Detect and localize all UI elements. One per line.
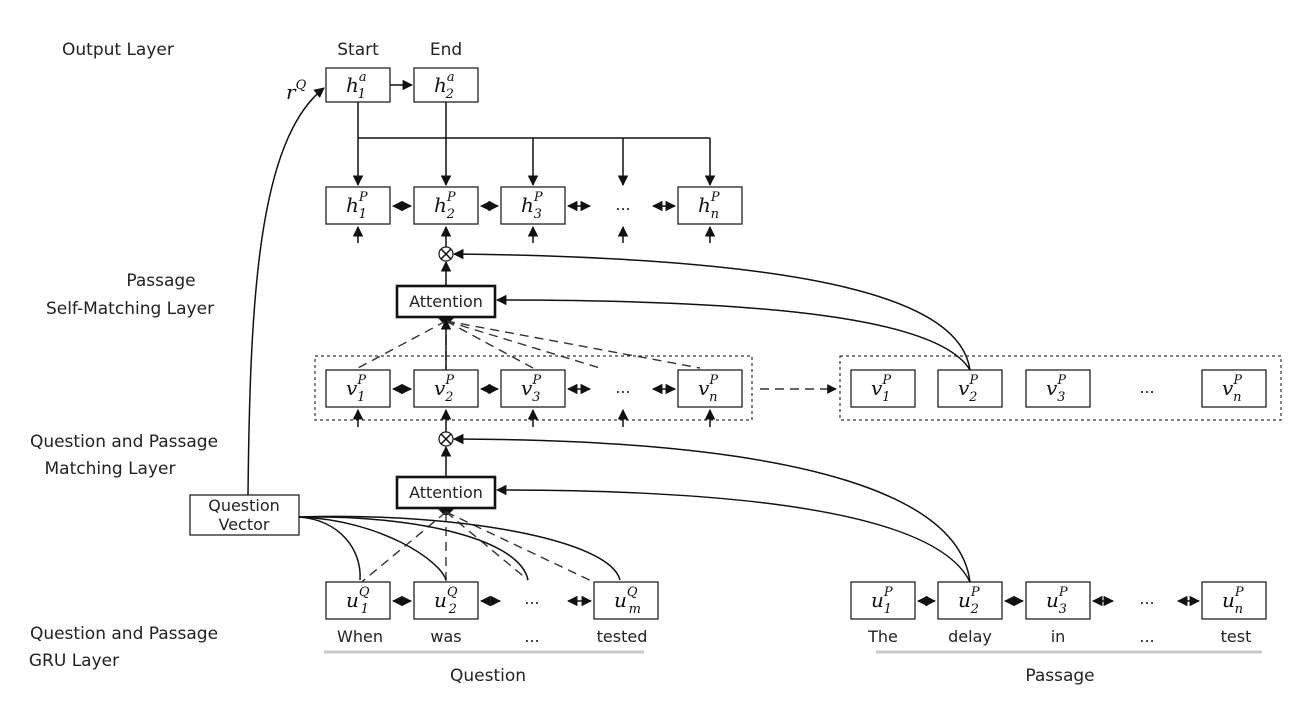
- rq-label: rQ: [286, 78, 307, 104]
- qp-attention-box: [395, 475, 497, 510]
- end-label: End: [430, 40, 462, 60]
- vp1-node: [325, 369, 391, 408]
- vp-container: [314, 355, 753, 421]
- up-ellipsis: ...: [1139, 589, 1154, 608]
- up3-node: [1025, 581, 1091, 620]
- question-word-3: ...: [524, 627, 539, 646]
- question-vector-label-1: Question: [208, 496, 280, 515]
- hpn-node: [677, 186, 743, 225]
- uq1-node: [325, 581, 391, 620]
- vp-right-container: [839, 355, 1282, 421]
- up2-node: [937, 581, 1003, 620]
- hp1-node: [325, 186, 391, 225]
- self-matching-layer-label-1: Passage: [126, 271, 195, 291]
- question-label: Question: [450, 666, 526, 686]
- ha1-node: [325, 67, 391, 103]
- self-attention-box: [395, 284, 497, 319]
- vp-right-ellipsis: ...: [1139, 378, 1154, 397]
- passage-word-2: delay: [948, 627, 992, 646]
- passage-label: Passage: [1025, 666, 1094, 686]
- uq-ellipsis: ...: [524, 589, 539, 608]
- gru-layer-label-1: Question and Passage: [30, 624, 218, 644]
- passage-word-1: The: [867, 627, 898, 646]
- up1-node: [850, 581, 916, 620]
- hp3-node: [500, 186, 566, 225]
- uq2-node: [413, 581, 479, 620]
- hp2-node: [413, 186, 479, 225]
- ha2-node: [413, 67, 479, 103]
- passage-word-4: ...: [1139, 627, 1154, 646]
- upn-node: [1201, 581, 1267, 620]
- vp-right3-node: [1025, 369, 1091, 408]
- self-attention-label: Attention: [409, 292, 483, 311]
- qp-attention-label: Attention: [409, 483, 483, 502]
- question-word-4: tested: [597, 627, 648, 646]
- passage-word-3: in: [1051, 627, 1066, 646]
- vp3-node: [500, 369, 566, 408]
- gru-layer-label-2: GRU Layer: [29, 651, 119, 671]
- qp-matching-layer-label-2: Matching Layer: [45, 459, 176, 479]
- question-word-1: When: [337, 627, 383, 646]
- ha-row: [325, 67, 479, 103]
- question-vector-label-2: Vector: [219, 515, 270, 534]
- vp-right1-node: [850, 369, 916, 408]
- qp-matching-layer-label-1: Question and Passage: [30, 432, 218, 452]
- vpn-node: [677, 369, 743, 408]
- question-word-2: was: [430, 627, 461, 646]
- vp-rightn-node: [1201, 369, 1267, 408]
- vp-ellipsis: ...: [615, 378, 630, 397]
- question-vector-box: [189, 494, 300, 536]
- uqm-node: [593, 581, 659, 620]
- passage-word-5: test: [1221, 627, 1252, 646]
- hp-ellipsis: ...: [615, 195, 630, 214]
- start-label: Start: [337, 40, 379, 60]
- self-matching-layer-label-2: Self-Matching Layer: [46, 299, 214, 319]
- output-layer-label: Output Layer: [62, 40, 174, 60]
